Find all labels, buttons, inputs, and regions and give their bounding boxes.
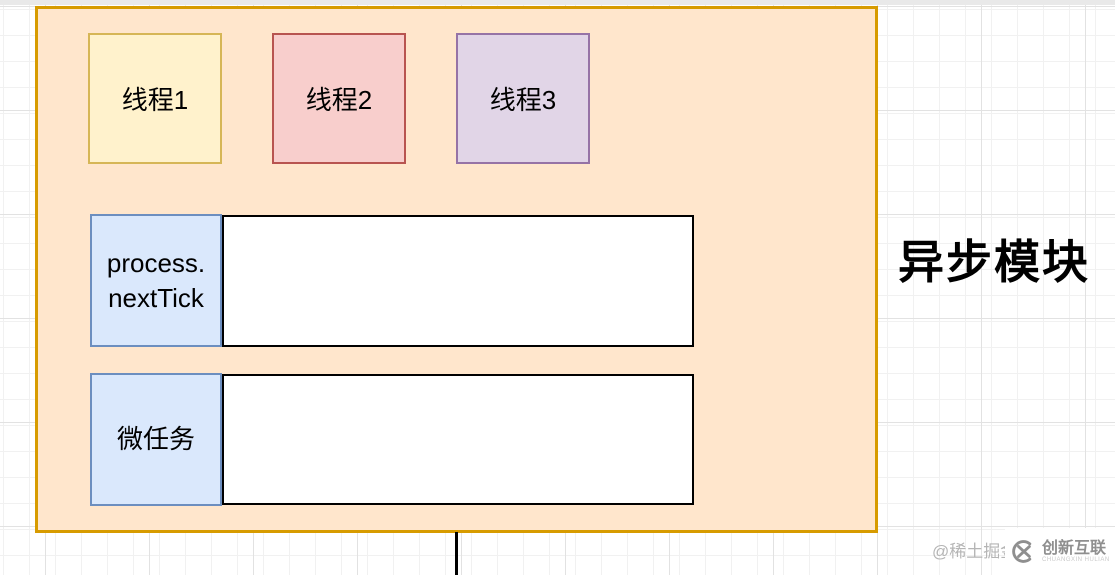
async-module-title: 异步模块 <box>898 236 1090 288</box>
brand-text-block: 创新互联 CHUANGXIN HULIAN <box>1042 540 1110 564</box>
thread-3-label: 线程3 <box>489 85 557 115</box>
brand-name: 创新互联 <box>1042 539 1107 557</box>
async-module-container: 线程1 线程2 线程3 process. nextTick 微任务 <box>35 6 878 533</box>
process-nexttick-label-box: process. nextTick <box>90 214 222 347</box>
process-nexttick-label-line2: nextTick <box>108 282 204 313</box>
brand-subtext: CHUANGXIN HULIAN <box>1042 556 1110 563</box>
canvas-top-edge <box>0 0 1115 5</box>
microtask-label-box: 微任务 <box>90 373 222 506</box>
process-nexttick-label-line1: process. <box>106 247 206 278</box>
thread-1-label: 线程1 <box>121 85 189 115</box>
thread-2-box: 线程2 <box>272 33 406 164</box>
watermark-juejin-handle: @稀土掘金 <box>932 542 1018 561</box>
microtask-queue-track <box>222 374 694 505</box>
brand-watermark: 创新互联 CHUANGXIN HULIAN <box>1005 528 1115 575</box>
thread-3-box: 线程3 <box>456 33 590 164</box>
process-nexttick-queue-track <box>222 215 694 347</box>
thread-1-box: 线程1 <box>88 33 222 164</box>
microtask-label: 微任务 <box>116 424 195 454</box>
brand-x-icon <box>1010 538 1037 565</box>
connector-line <box>455 532 458 575</box>
thread-2-label: 线程2 <box>305 85 373 115</box>
